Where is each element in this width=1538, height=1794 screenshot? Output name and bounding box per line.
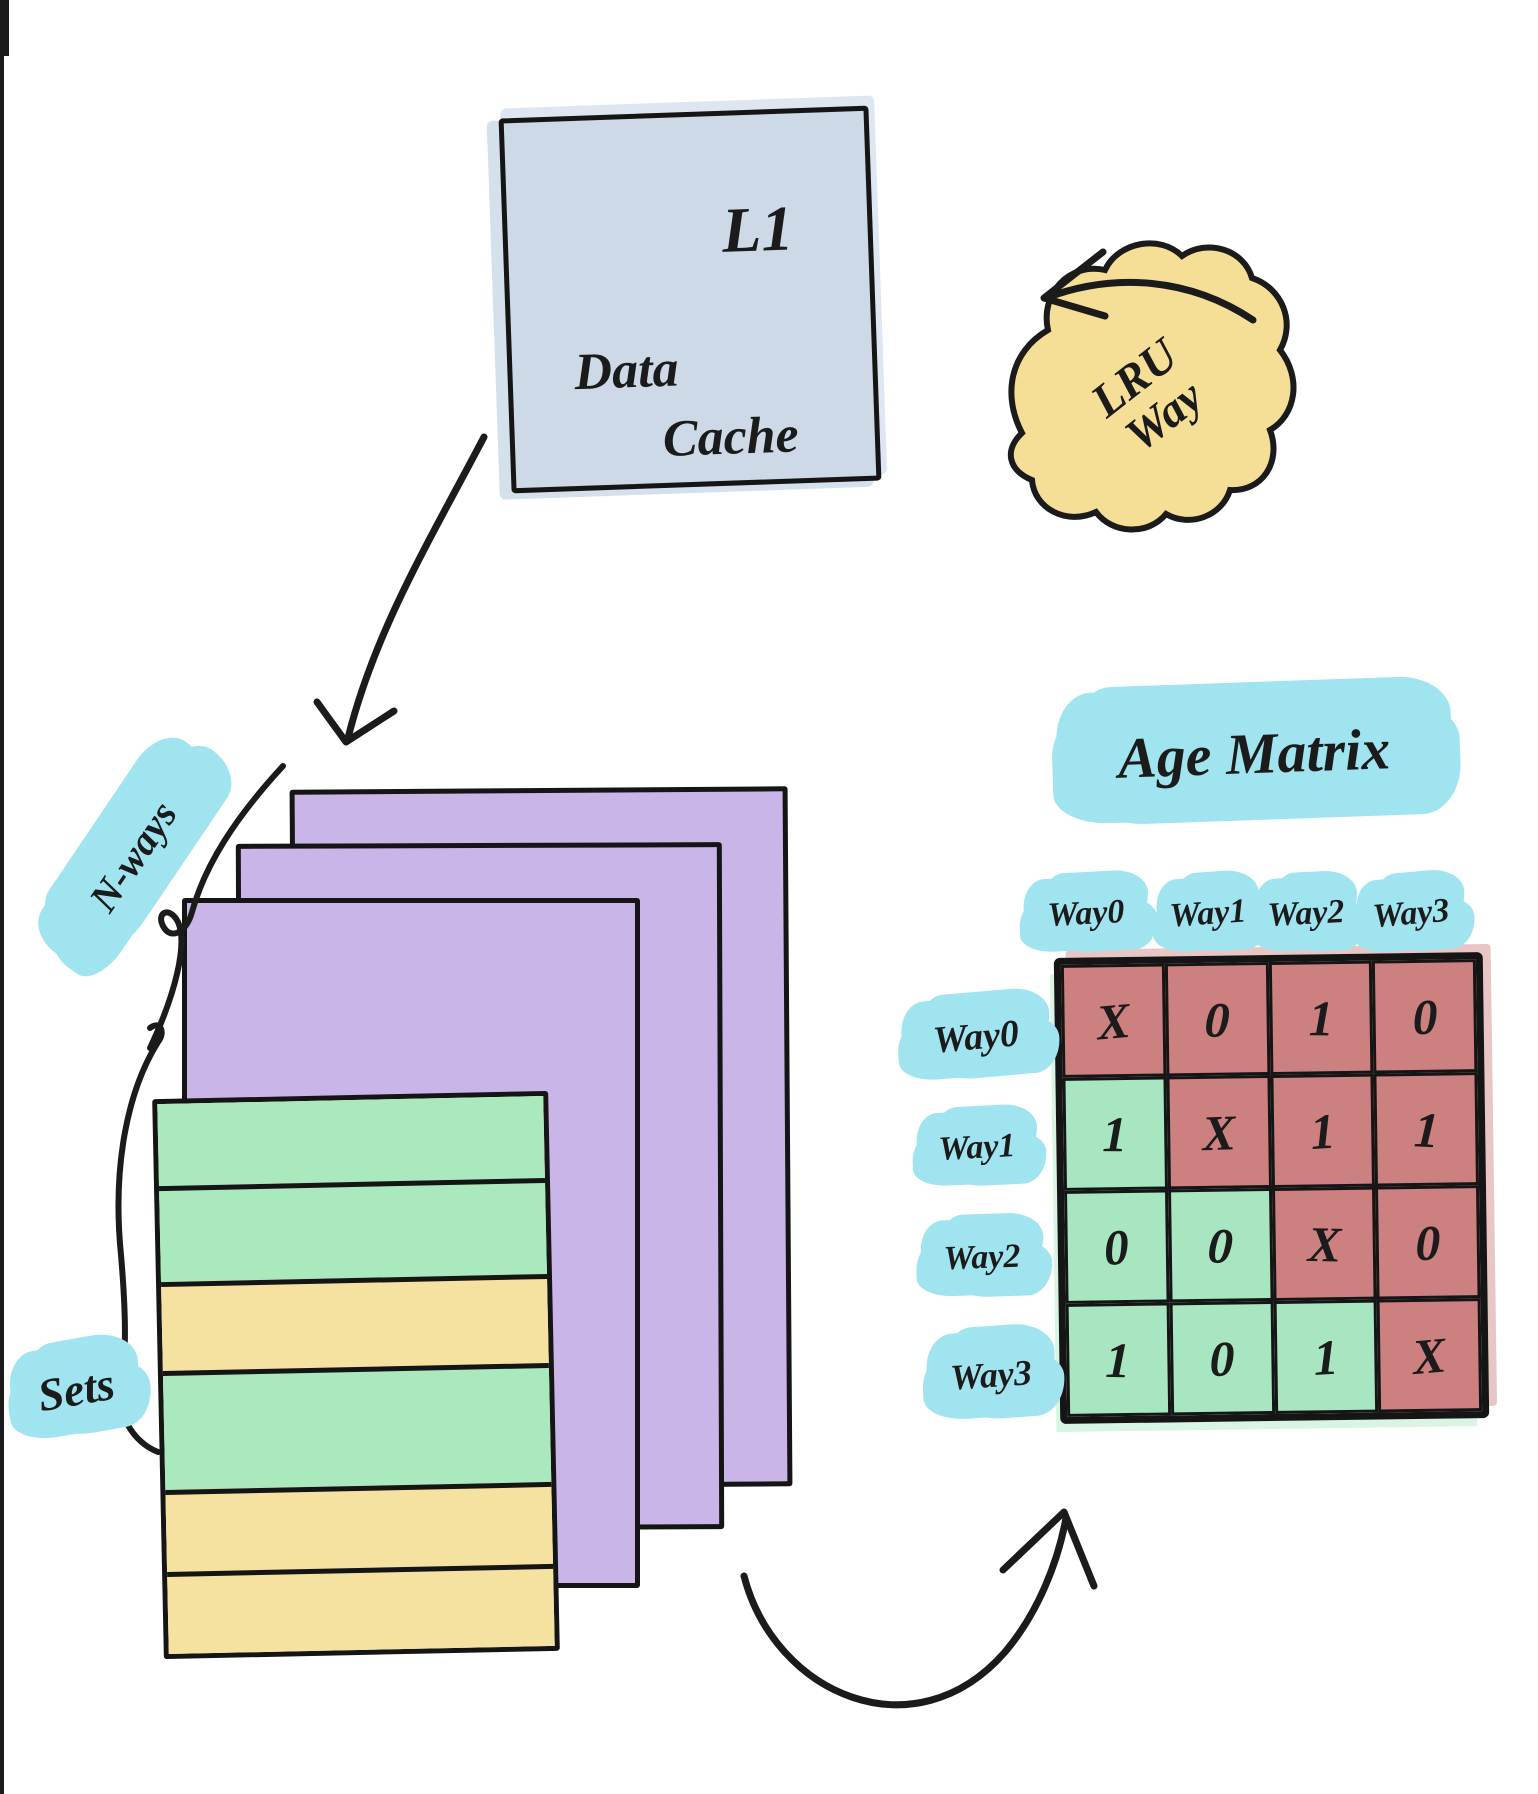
age-matrix-title: Age Matrix xyxy=(1116,715,1392,791)
matrix-cell: 0 xyxy=(1375,1185,1481,1300)
arrowhead-l1-to-stack xyxy=(313,698,398,746)
col-header-way2: Way2 xyxy=(1254,875,1358,953)
row-header-way1: Way1 xyxy=(916,1108,1038,1188)
cache-set-row xyxy=(157,1096,545,1186)
page-corner-mark xyxy=(0,0,9,56)
matrix-cell: 0 xyxy=(1169,1300,1275,1416)
col-header-way2-text: Way2 xyxy=(1266,893,1346,934)
l1-cache-box: L1 Data Cache xyxy=(498,105,882,494)
data-label: Data xyxy=(573,340,680,402)
matrix-cell: 1 xyxy=(1268,960,1374,1076)
page-edge-line xyxy=(0,0,4,1794)
cache-set-row xyxy=(161,1274,549,1372)
nways-label: N-ways xyxy=(79,792,186,920)
row-header-way0: Way0 xyxy=(899,991,1053,1083)
matrix-cell: X xyxy=(1271,1186,1377,1301)
col-header-way3-text: Way3 xyxy=(1371,891,1451,936)
matrix-cell: X xyxy=(1060,963,1167,1078)
matrix-cell: 0 xyxy=(1064,1189,1170,1304)
cache-sets-panel xyxy=(152,1090,560,1660)
arrowhead-stack-to-matrix xyxy=(999,1508,1098,1590)
arrow-stack-to-matrix xyxy=(740,1514,1070,1709)
matrix-cell: 1 xyxy=(1273,1299,1379,1414)
row-header-way0-text: Way0 xyxy=(931,1012,1021,1062)
matrix-cell: 1 xyxy=(1065,1302,1171,1417)
row-header-way3: Way3 xyxy=(925,1327,1057,1422)
matrix-cell: 1 xyxy=(1373,1072,1479,1187)
arrowhead-lru-to-l1 xyxy=(1040,248,1109,320)
lru-way-label: LRU Way xyxy=(1014,267,1286,529)
sets-label-blob: Sets xyxy=(5,1334,147,1444)
matrix-cell: X xyxy=(1376,1298,1483,1413)
cache-label: Cache xyxy=(661,406,800,469)
row-header-way3-text: Way3 xyxy=(949,1351,1033,1398)
matrix-cell: 1 xyxy=(1062,1076,1168,1191)
row-header-way2: Way2 xyxy=(920,1217,1044,1298)
cache-set-row xyxy=(165,1481,553,1572)
age-matrix-title-blob: Age Matrix xyxy=(1055,681,1453,825)
col-header-way1: Way1 xyxy=(1155,874,1261,954)
l1-label: L1 xyxy=(720,192,795,266)
cache-set-row xyxy=(158,1177,547,1283)
row-header-way2-text: Way2 xyxy=(942,1237,1022,1277)
col-header-way1-text: Way1 xyxy=(1168,892,1248,935)
matrix-cell: 0 xyxy=(1167,1188,1274,1303)
cache-set-row xyxy=(167,1563,555,1654)
row-header-way1-text: Way1 xyxy=(937,1127,1017,1168)
matrix-cell: 0 xyxy=(1372,959,1478,1074)
col-header-way0-text: Way0 xyxy=(1046,893,1126,934)
sets-label: Sets xyxy=(33,1357,119,1421)
cache-set-row xyxy=(162,1363,552,1490)
matrix-cell: 1 xyxy=(1269,1073,1376,1188)
arrow-l1-to-stack xyxy=(344,433,488,742)
matrix-cell: 0 xyxy=(1164,962,1270,1077)
matrix-cell: X xyxy=(1166,1075,1272,1190)
col-header-way3: Way3 xyxy=(1355,873,1467,955)
col-header-way0: Way0 xyxy=(1023,874,1149,954)
